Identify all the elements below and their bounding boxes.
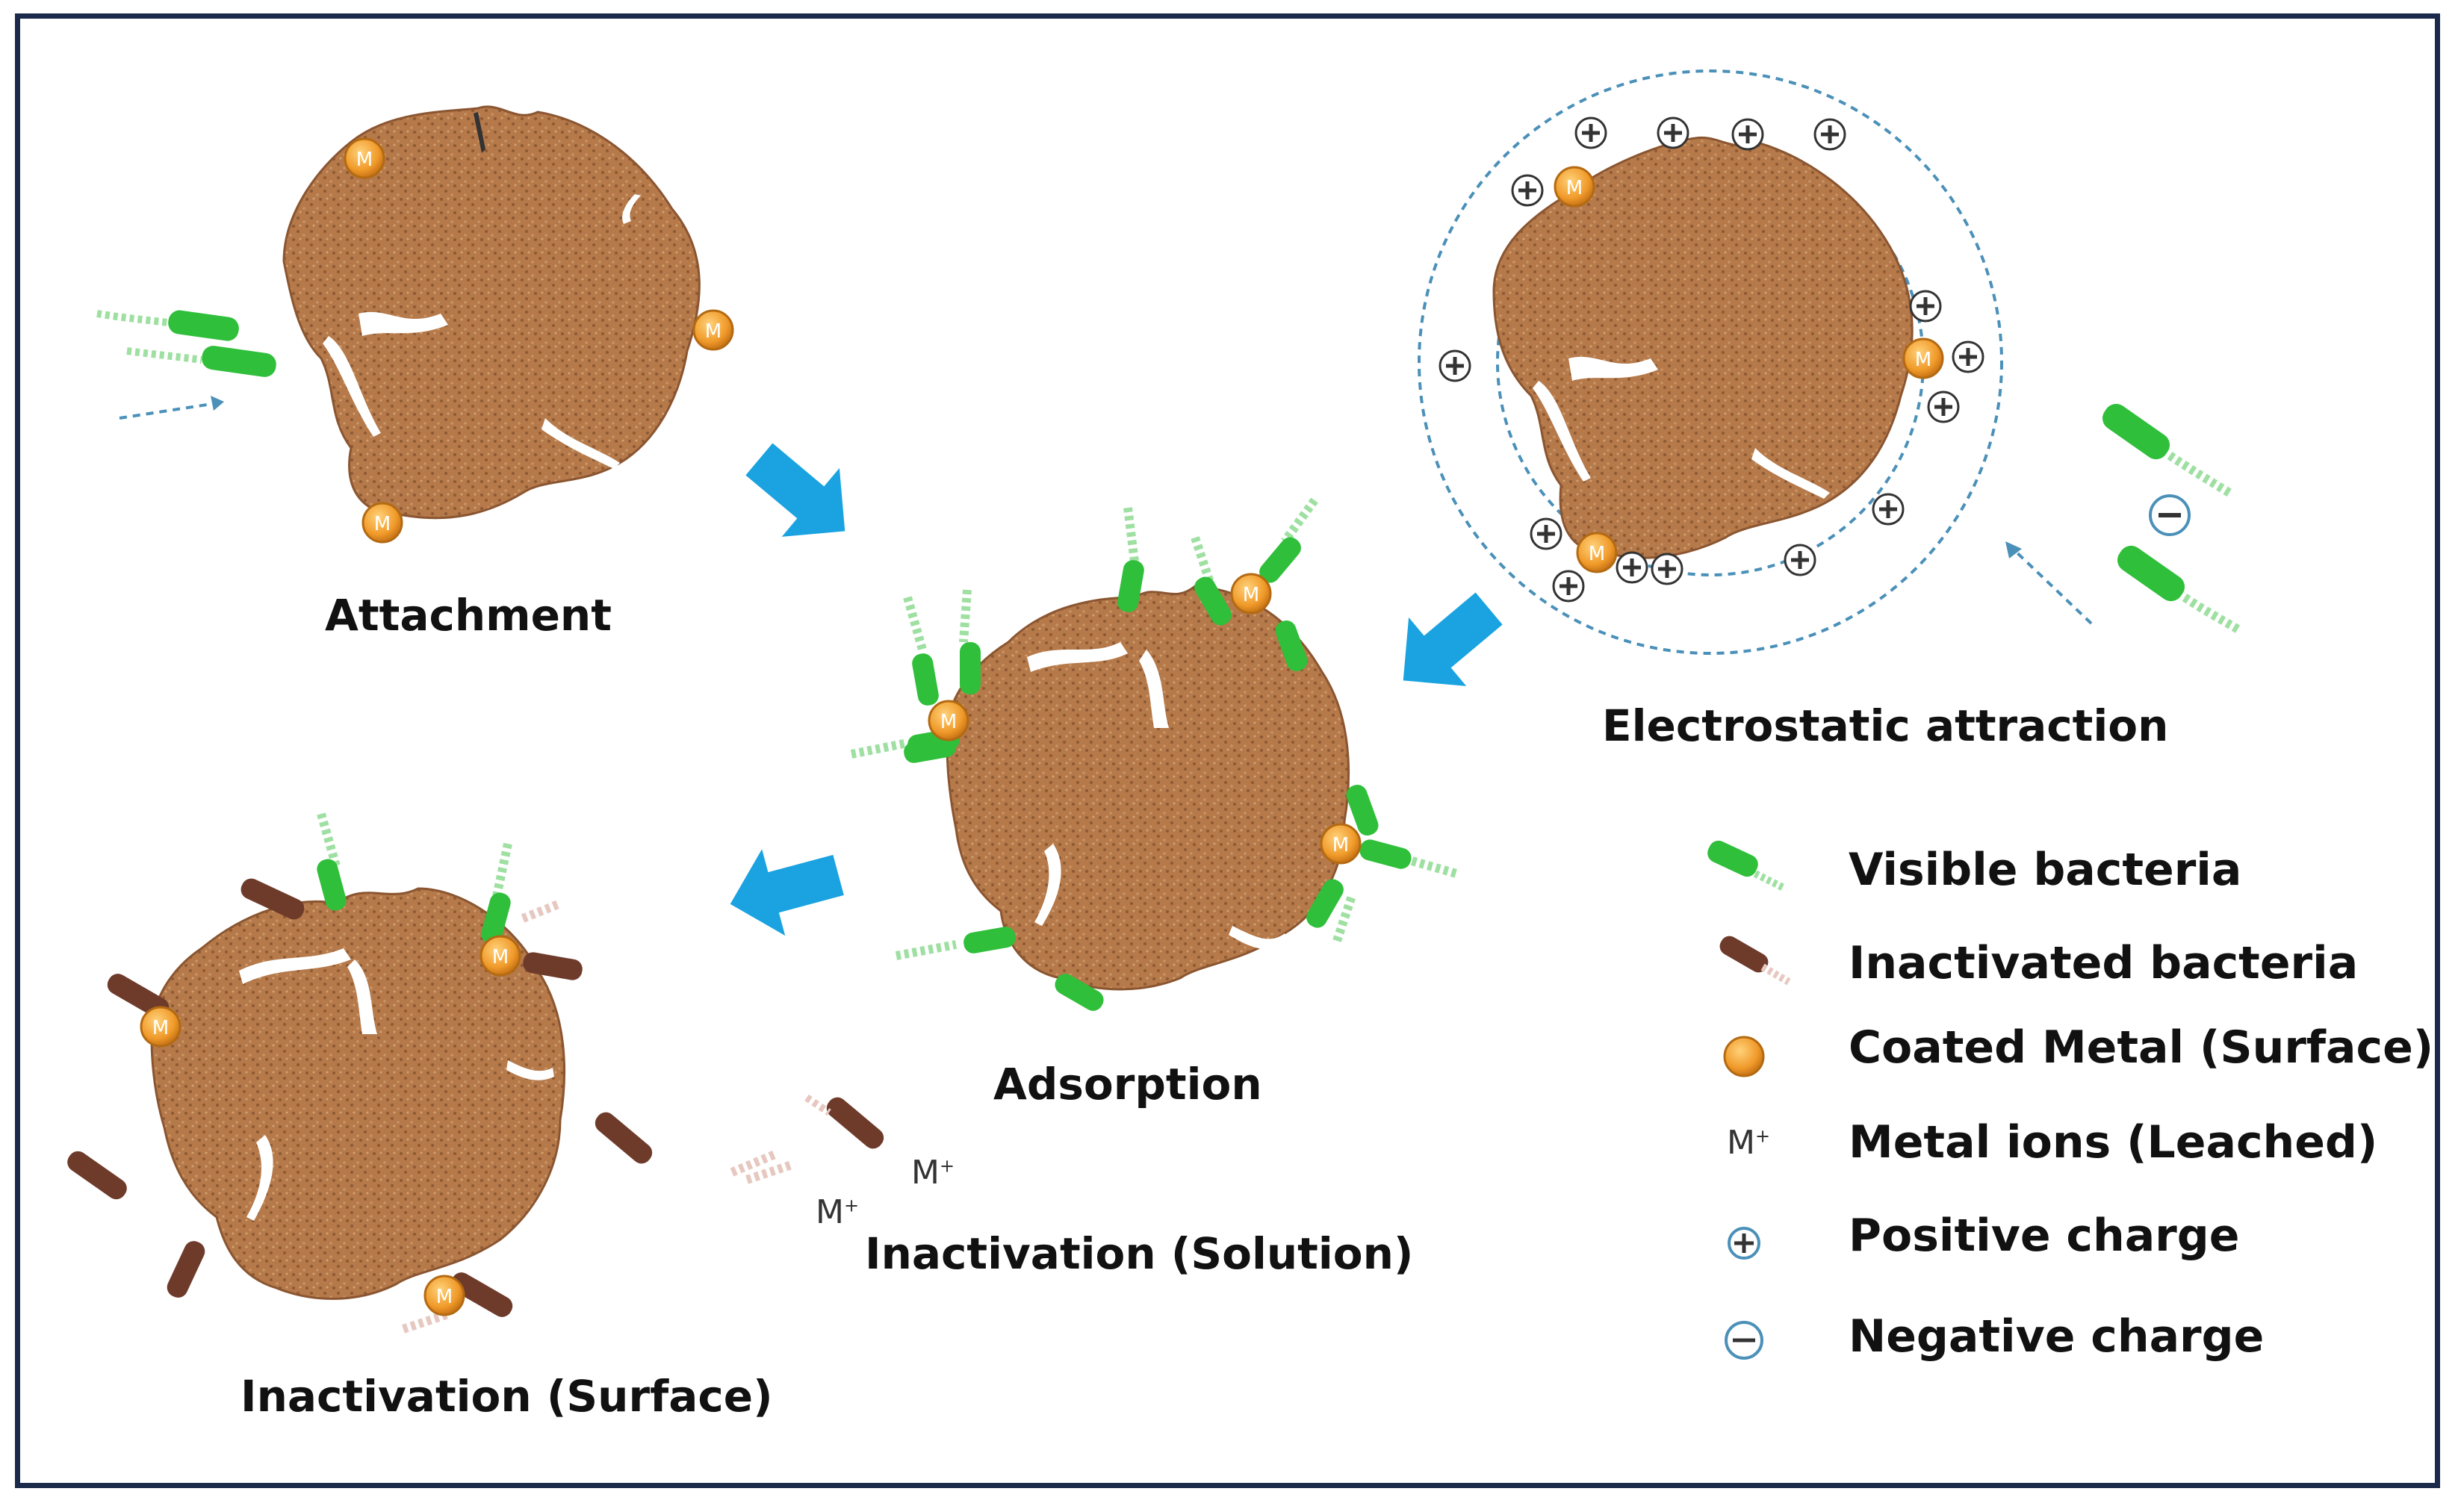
metal-ion-charge: +	[843, 1195, 860, 1216]
solution-inactivated-bacteria	[730, 1094, 884, 1177]
metal-ion-label: M+	[816, 1193, 859, 1231]
stage-label-adsorption: Adsorption	[993, 1059, 1262, 1110]
metal-letter: M	[436, 1286, 453, 1308]
metal-letter: M	[705, 320, 721, 343]
plus-charge-marker	[1511, 174, 1544, 207]
metal-letter: M	[152, 1017, 169, 1039]
metal-letter: M	[374, 513, 391, 535]
legend-coated-metal: Coated Metal (Surface)	[1849, 1021, 2434, 1074]
legend-ion-letter: M	[1727, 1124, 1755, 1162]
stage-label-inactivation-surface: Inactivation (Surface)	[240, 1371, 773, 1422]
attachment-particle	[282, 105, 701, 520]
plus-charge-marker	[1813, 118, 1846, 151]
metal-letter: M	[492, 946, 509, 968]
incoming-bacteria-negative	[2005, 403, 2244, 635]
plus-charge-marker	[1651, 553, 1683, 585]
plus-charge-marker	[1952, 340, 1984, 373]
adsorption-bacteria-tails	[850, 497, 1458, 960]
electrostatic-particle	[1492, 136, 1914, 559]
metal-particle-icon	[140, 935, 521, 1316]
surface-bacteria	[67, 859, 653, 1317]
stage-label-electrostatic: Electrostatic attraction	[1602, 700, 2169, 751]
metal-letter: M	[356, 149, 373, 171]
metal-letter-overlay: M M M M M M M M M M M M M	[152, 149, 1931, 1308]
plus-charge-icon	[1728, 1227, 1760, 1260]
metal-particle-icon	[344, 137, 734, 544]
legend-positive-charge: Positive charge	[1849, 1210, 2240, 1262]
metal-letter: M	[940, 711, 957, 733]
legend-icons	[1707, 840, 1791, 1360]
plus-charge-marker	[1616, 551, 1648, 584]
metal-ion-label: M+	[911, 1154, 955, 1192]
legend-metal-ions: Metal ions (Leached)	[1849, 1116, 2378, 1169]
plus-charge-icon	[1439, 116, 1984, 603]
metal-particle-icon	[1723, 1036, 1765, 1077]
stage-label-attachment: Attachment	[325, 590, 612, 641]
metal-particle-icon	[928, 573, 1362, 865]
plus-charge-marker	[1439, 349, 1471, 382]
surface-particle	[150, 887, 566, 1300]
legend-visible-bacteria: Visible bacteria	[1849, 844, 2242, 896]
metal-ion-letter: M	[911, 1154, 940, 1192]
legend-inactivated-bacteria: Inactivated bacteria	[1849, 937, 2359, 989]
metal-ion-icon: M+	[1727, 1124, 1770, 1162]
adsorption-visible-bacteria	[904, 537, 1412, 1011]
process-arrows	[730, 443, 1503, 936]
plus-charge-marker	[1784, 544, 1816, 576]
legend-negative-charge: Negative charge	[1849, 1310, 2265, 1363]
minus-charge-icon	[1725, 1321, 1763, 1360]
plus-charge-marker	[1530, 517, 1562, 550]
plus-charge-marker	[1872, 493, 1905, 526]
surface-bacteria-tails	[154, 812, 793, 1334]
legend-ion-charge: +	[1754, 1125, 1771, 1147]
arrow-attachment-to-adsorption	[745, 443, 845, 537]
metal-letter: M	[1915, 349, 1931, 371]
plus-charge-marker	[1909, 290, 1942, 323]
stage-label-inactivation-solution: Inactivation (Solution)	[865, 1228, 1414, 1279]
metal-letter: M	[1243, 584, 1259, 606]
plus-charge-marker	[1574, 116, 1607, 149]
plus-charge-marker	[1731, 118, 1764, 151]
metal-letter: M	[1589, 543, 1605, 565]
arrow-electrostatic-to-adsorption	[1403, 592, 1503, 686]
metal-letter: M	[1332, 834, 1349, 856]
metal-particle-icon	[1554, 166, 1944, 573]
metal-ion-letter: M	[816, 1193, 844, 1231]
metal-ion-charge: +	[939, 1155, 955, 1177]
plus-charge-marker	[1657, 116, 1689, 149]
brown-bacterium-icon	[1719, 936, 1791, 986]
plus-charge-marker	[1552, 570, 1585, 603]
metal-letter: M	[1566, 177, 1583, 199]
plus-charge-marker	[1927, 391, 1960, 423]
arrow-adsorption-to-inactivation	[730, 849, 844, 936]
incoming-visible-bacteria	[96, 310, 276, 420]
adsorption-particle	[946, 585, 1350, 991]
green-bacterium-icon	[1707, 840, 1787, 892]
